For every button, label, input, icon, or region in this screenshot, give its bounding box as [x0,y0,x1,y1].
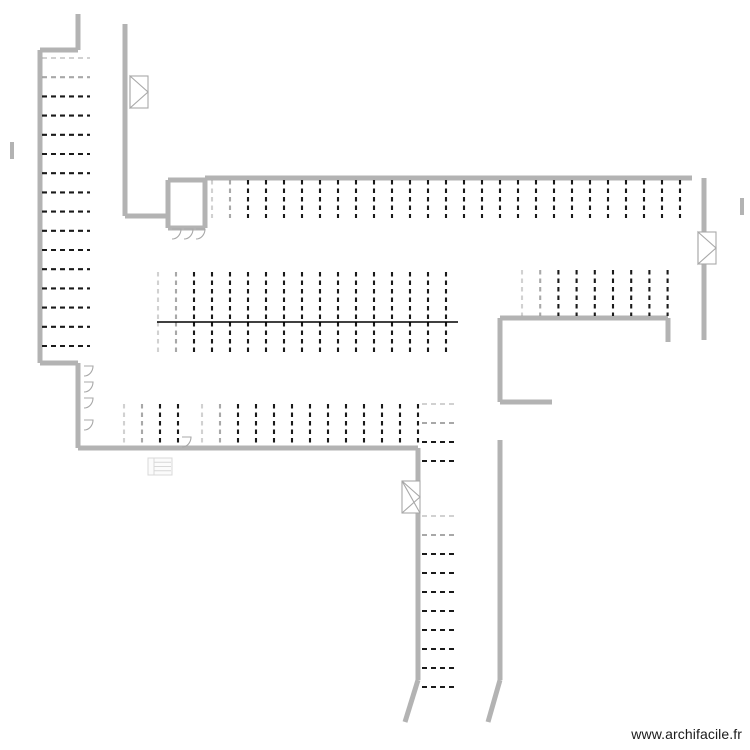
swing-recess-3 [195,228,206,240]
parking-stalls-layer [42,56,682,689]
door-frame [697,231,717,265]
tick-left-margin [10,142,14,159]
watermark-label: www.archifacile.fr [631,726,742,742]
door-right-wall[interactable] [697,230,717,266]
tick-right-margin [740,198,744,215]
margin-ticks-layer [10,142,744,215]
top-horizontal-stalls [210,180,682,218]
door-leaf [401,480,421,514]
bottom-right-leg [402,679,421,723]
door-leaf [129,74,149,110]
swing-lower-aisle [181,436,192,448]
doors-layer [129,74,717,514]
left-vertical-stalls [42,56,90,348]
swing-left-wall-2 [83,381,94,393]
lower-left-short-stalls [122,404,180,446]
door-leaf-diagonal [401,480,421,514]
bottom-right-inner-leg [485,679,503,723]
center-double-row-lower [156,322,448,356]
bottom-right-lower-stalls [422,514,458,689]
door-frame [129,75,149,109]
swing-recess-2 [183,228,194,240]
right-horizontal-stalls [520,270,669,316]
walls-layer [37,14,707,723]
center-double-row-upper [156,272,448,322]
swing-left-wall-1 [83,365,94,377]
swing-left-wall-4 [83,419,94,431]
swing-recess-1 [171,228,182,240]
swing-left-wall-3 [83,397,94,409]
table-icon [147,457,173,476]
door-top-center[interactable] [129,74,149,110]
door-bottom-center[interactable] [401,480,421,514]
door-leaf [697,230,717,266]
bottom-right-upper-stalls [422,402,458,463]
door-swings-layer [83,228,206,448]
lower-long-stalls [200,404,420,446]
furniture-icons-layer [147,457,173,476]
